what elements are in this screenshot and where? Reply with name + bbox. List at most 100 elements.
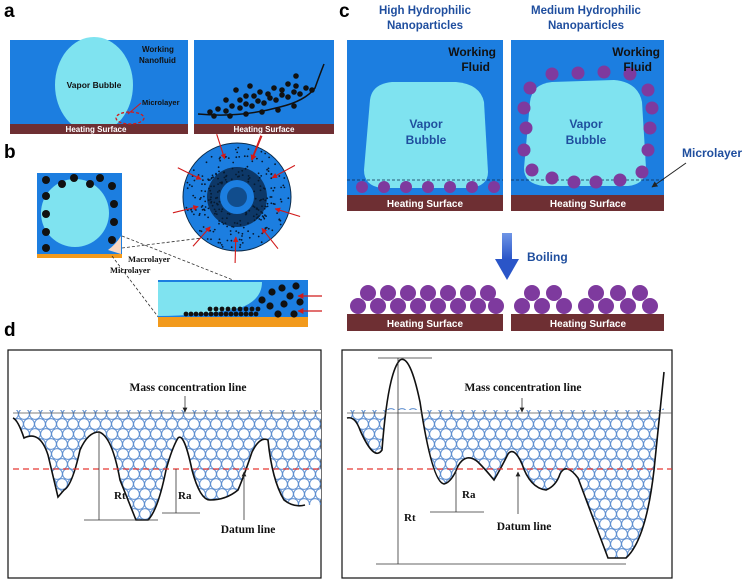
- nanoparticle: [280, 200, 283, 203]
- bead: [205, 410, 217, 420]
- nanoparticle: [42, 210, 50, 218]
- vapor-bubble-label: Vapor Bubble: [67, 80, 122, 90]
- nanoparticle: [209, 189, 212, 192]
- bead: [210, 438, 222, 450]
- nanoparticle: [293, 73, 299, 79]
- bead: [605, 488, 617, 500]
- nanoparticle: [255, 213, 258, 216]
- nanoparticle: [218, 157, 221, 160]
- bead: [522, 438, 534, 450]
- nanoparticle: [470, 298, 486, 314]
- bead: [495, 408, 507, 420]
- nanoparticle: [276, 212, 278, 215]
- heating-surface-label: Heating Surface: [234, 125, 295, 134]
- bead: [363, 428, 375, 440]
- bead: [594, 448, 606, 460]
- nanoparticle: [230, 178, 233, 181]
- working-label: Working: [612, 45, 660, 59]
- nanoparticle: [241, 174, 244, 177]
- nanoparticle: [270, 196, 273, 198]
- nanoparticle: [400, 285, 416, 301]
- bead: [122, 458, 134, 470]
- nanoparticle: [257, 235, 260, 238]
- bead: [56, 438, 68, 450]
- nanoparticle: [534, 298, 550, 314]
- bead: [610, 518, 622, 530]
- bead: [177, 418, 189, 430]
- bead: [544, 418, 556, 430]
- nanoparticle: [231, 225, 234, 228]
- nanoparticle: [86, 180, 94, 188]
- nanoparticle: [219, 156, 222, 159]
- panel-a-left: Vapor Bubble Working Nanofluid Microlaye…: [10, 37, 188, 134]
- ra-label: Ra: [462, 489, 476, 501]
- panel-label-c: c: [339, 1, 350, 22]
- nanoparticle: [266, 302, 274, 310]
- nanoparticle: [200, 190, 203, 192]
- nanoparticle: [642, 298, 658, 314]
- bubble-label: Bubble: [406, 133, 447, 147]
- deposited-nanoparticles: [350, 285, 504, 314]
- nanoparticle: [218, 220, 221, 222]
- nanoparticle: [291, 89, 297, 95]
- nanoparticle: [237, 146, 240, 149]
- bead: [84, 410, 96, 420]
- bead: [232, 438, 244, 450]
- nanoparticle: [96, 174, 104, 182]
- nanoparticle: [598, 298, 614, 314]
- nanoparticle: [571, 66, 585, 80]
- panel-a-right: Heating Surface: [194, 40, 334, 134]
- bead: [106, 428, 118, 440]
- nanoparticle: [214, 210, 217, 213]
- nanoparticle: [545, 171, 559, 185]
- bead: [632, 438, 644, 450]
- nanoparticle: [256, 157, 258, 160]
- nanoparticle: [221, 182, 223, 185]
- nanoparticle: [440, 285, 456, 301]
- nanoparticle: [269, 196, 272, 198]
- nanoparticle: [210, 196, 212, 199]
- fluid-region: [194, 40, 334, 134]
- nanoparticle: [293, 83, 299, 89]
- heating-surface: [347, 195, 503, 211]
- nanoparticle: [210, 192, 213, 195]
- bead: [282, 488, 294, 500]
- bead: [638, 448, 650, 460]
- bead: [451, 408, 463, 420]
- heating-surface-label: Heating Surface: [550, 319, 627, 330]
- nanoparticle: [488, 181, 500, 193]
- nanoparticle: [253, 183, 256, 186]
- nanoparticle: [360, 285, 376, 301]
- bead: [616, 408, 628, 420]
- bead: [621, 418, 633, 430]
- bead: [495, 428, 507, 440]
- nanoparticle: [218, 200, 221, 203]
- nanoparticle: [224, 178, 227, 181]
- nanoparticle: [275, 107, 281, 113]
- nanoparticle: [267, 170, 270, 173]
- bead: [210, 458, 222, 470]
- bead: [627, 508, 639, 520]
- heat-arrow: [261, 227, 279, 250]
- nanoparticle: [261, 160, 264, 163]
- nanoparticle: [254, 197, 257, 200]
- nanoparticle: [257, 172, 260, 175]
- nanoparticle: [252, 205, 255, 208]
- nanoparticle: [217, 183, 220, 186]
- bead: [517, 408, 529, 420]
- nanoparticle: [210, 177, 213, 180]
- nanoparticle: [217, 166, 220, 169]
- nanoparticle: [186, 187, 189, 190]
- bead: [511, 438, 523, 450]
- bead: [363, 408, 375, 420]
- panel-b-zoom: [158, 280, 322, 327]
- bead: [489, 458, 501, 470]
- bead: [227, 468, 239, 480]
- bead: [462, 428, 474, 440]
- nanoparticle: [194, 196, 197, 199]
- nanoparticle: [191, 210, 193, 213]
- bubble-nanoparticles: [517, 65, 659, 189]
- bead: [254, 418, 266, 430]
- nanoparticle: [264, 152, 267, 155]
- nanoparticle: [226, 225, 229, 228]
